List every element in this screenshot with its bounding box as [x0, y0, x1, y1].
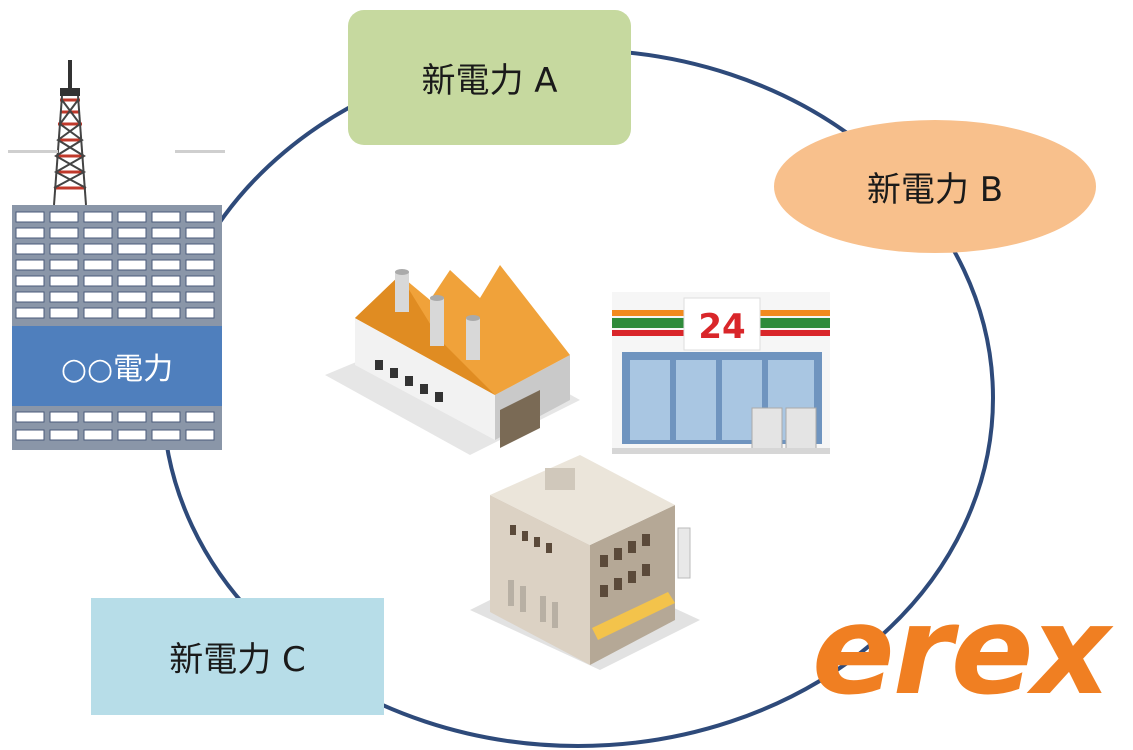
building-window [117, 243, 147, 255]
building-window [151, 429, 181, 441]
building-window [185, 307, 215, 319]
building-window [151, 307, 181, 319]
building-window [185, 211, 215, 223]
building-window [49, 243, 79, 255]
building-window [83, 243, 113, 255]
building-window [151, 411, 181, 423]
building-window [117, 275, 147, 287]
provider-c-label: 新電力 C [169, 640, 306, 680]
building-window [15, 243, 45, 255]
provider-b-label: 新電力 B [866, 170, 1004, 210]
factory-icon [325, 265, 580, 455]
building-window [185, 243, 215, 255]
building-window [83, 211, 113, 223]
building-window [15, 259, 45, 271]
building-window [15, 429, 45, 441]
building-window [185, 275, 215, 287]
building-window [83, 275, 113, 287]
building-window [83, 307, 113, 319]
utility-label: ○○電力 [60, 352, 174, 387]
building-window [15, 211, 45, 223]
provider-b-ellipse: 新電力 B [774, 120, 1096, 253]
building-window [83, 429, 113, 441]
building-window [117, 429, 147, 441]
provider-a-box: 新電力 A [348, 10, 631, 145]
building-window [15, 291, 45, 303]
building-window [185, 429, 215, 441]
building-window [151, 275, 181, 287]
building-window [151, 211, 181, 223]
building-window [117, 259, 147, 271]
building-window [15, 411, 45, 423]
building-window [83, 411, 113, 423]
building-window [49, 429, 79, 441]
building-window [83, 259, 113, 271]
building-window [49, 307, 79, 319]
building-window [185, 411, 215, 423]
building-window [49, 411, 79, 423]
building-window [117, 227, 147, 239]
building-window [49, 211, 79, 223]
building-window [117, 211, 147, 223]
provider-c-box: 新電力 C [91, 598, 384, 715]
building-window [49, 291, 79, 303]
building-window [151, 243, 181, 255]
store-sign-number: 24 [698, 307, 745, 347]
erex-logo: erex [812, 580, 1110, 722]
building-window [151, 259, 181, 271]
convenience-store-icon: 24 [612, 292, 830, 454]
building-window [49, 259, 79, 271]
building-window [15, 307, 45, 319]
building-window [49, 227, 79, 239]
building-window [83, 291, 113, 303]
building-window [151, 291, 181, 303]
building-window [117, 291, 147, 303]
building-window [185, 291, 215, 303]
building-window [83, 227, 113, 239]
building-window [117, 411, 147, 423]
building-window [15, 227, 45, 239]
building-window [185, 227, 215, 239]
building-window [15, 275, 45, 287]
building-window [185, 259, 215, 271]
building-window [49, 275, 79, 287]
office-building-icon [470, 455, 700, 670]
building-window [151, 227, 181, 239]
building-window [117, 307, 147, 319]
utility-label-box: ○○電力 [12, 326, 222, 406]
provider-a-label: 新電力 A [421, 61, 558, 101]
